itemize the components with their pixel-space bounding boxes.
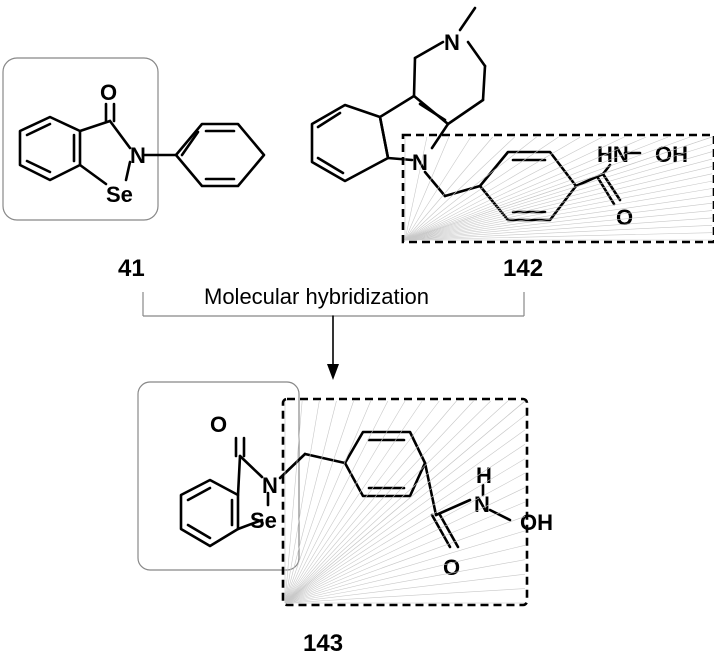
hatch-line <box>284 400 491 604</box>
hydrogen-label: H <box>476 463 492 488</box>
hatch-line <box>404 144 713 241</box>
carbonyl-oxygen-label: O <box>443 555 460 580</box>
nitrogen-atom-label: N <box>444 30 460 55</box>
hatch-line <box>284 400 371 604</box>
hatch-line <box>404 173 713 241</box>
hatch-line <box>404 136 713 241</box>
hatch-line <box>404 136 493 241</box>
hatch-line <box>404 136 515 241</box>
hatch-line <box>404 136 691 241</box>
hatch-line <box>284 530 526 604</box>
hatch-line <box>284 458 526 604</box>
hybridization-arrow <box>142 292 525 380</box>
benzene-ring <box>179 478 240 548</box>
compound-142-structure: N N HN OH O <box>310 6 688 230</box>
carbonyl-oxygen-label: O <box>616 205 633 230</box>
hatch-line <box>284 400 406 604</box>
hatch-line <box>284 400 457 604</box>
hatch-line <box>404 136 647 241</box>
benzene-ring <box>18 115 82 182</box>
hatch-line <box>284 400 303 604</box>
hatch-line <box>284 472 526 604</box>
compound-label-143: 143 <box>303 630 343 655</box>
hatch-line <box>284 501 526 604</box>
compound-label-41: 41 <box>118 255 145 282</box>
hatch-line <box>284 400 509 604</box>
hatch-line <box>404 136 581 241</box>
hatch-line <box>404 158 713 241</box>
hatch-line <box>404 136 559 241</box>
hatch-line <box>404 166 713 241</box>
hatch-line <box>404 136 450 241</box>
hatch-line <box>404 151 713 241</box>
compound-41-structure: O N Se <box>2 57 266 221</box>
hatch-line <box>284 400 474 604</box>
arrow-head <box>327 364 339 380</box>
nitrogen-atom-label: N <box>130 143 146 168</box>
hatch-line <box>284 559 526 604</box>
hatch-line <box>284 400 337 604</box>
oxygen-atom-label: O <box>100 80 117 105</box>
hatch-line <box>284 588 526 604</box>
hatch-line <box>404 202 713 241</box>
selenium-atom-label: Se <box>250 508 277 533</box>
hatch-line <box>284 400 320 604</box>
compound-143-structure: O N Se H N OH O <box>137 381 553 580</box>
hatch-line <box>284 429 526 604</box>
indole-benzene-ring <box>310 103 390 183</box>
hatch-line <box>284 544 526 604</box>
phenyl-ring <box>174 122 266 188</box>
hybrid-fragment-box-143 <box>281 397 529 607</box>
hatch-line <box>404 136 603 241</box>
oxygen-atom-label: O <box>210 412 227 437</box>
arrow-caption: Molecular hybridization <box>204 284 429 309</box>
hatch-line <box>404 210 713 241</box>
hatch-line <box>284 400 440 604</box>
hatch-line <box>404 217 713 241</box>
hatch-line <box>404 232 713 241</box>
hatch-line <box>284 573 526 604</box>
hatch-line <box>404 136 537 241</box>
compound-label-142: 142 <box>503 255 543 282</box>
hatch-line <box>404 136 625 241</box>
hatch-line <box>284 516 526 604</box>
hatch-line <box>284 444 526 604</box>
hatch-line <box>404 136 472 241</box>
pharmacophore-box-143 <box>137 381 300 571</box>
hatch-line <box>284 400 389 604</box>
hatch-line <box>404 136 669 241</box>
hatch-line <box>284 487 526 604</box>
hatch-line <box>404 195 713 241</box>
nitrogen-atom-label: N <box>474 492 490 517</box>
hatch-line <box>404 136 428 241</box>
hatch-line <box>284 415 526 604</box>
hybrid-fragment-box-142 <box>401 133 714 244</box>
hatch-line <box>284 400 526 604</box>
hatch-line <box>284 400 423 604</box>
hatch-line <box>404 180 713 241</box>
selenium-atom-label: Se <box>106 182 133 207</box>
hatch-line <box>284 400 354 604</box>
hatch-line <box>404 188 713 241</box>
benzyl-ring <box>343 430 427 498</box>
nitrogen-atom-label: N <box>262 473 278 498</box>
hydroxyl-label: OH <box>520 510 553 535</box>
pharmacophore-box-41 <box>2 57 159 221</box>
hatch-line <box>404 224 713 241</box>
nitrogen-atom-label: N <box>412 150 428 175</box>
